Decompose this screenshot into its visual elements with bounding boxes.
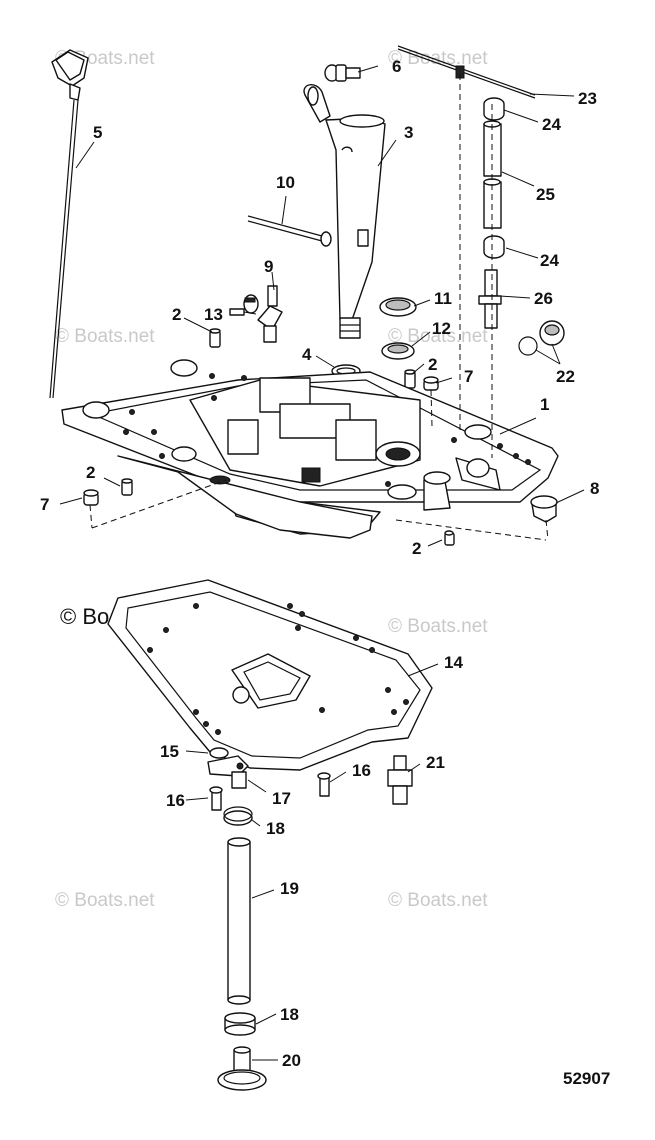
callout-label: 2 (428, 355, 437, 374)
callout-label: 2 (172, 305, 181, 324)
part-screw-16 (209, 786, 223, 811)
part-adapter-plate (61, 359, 559, 539)
callout-label: 8 (590, 479, 599, 498)
part-grommet-11 (379, 297, 417, 317)
part-clamp-24 (483, 235, 505, 259)
part-elbow-fitting (257, 285, 283, 343)
callout-label: 11 (434, 289, 452, 308)
part-flange-17 (207, 755, 249, 789)
callout-label: 1 (540, 395, 549, 414)
alignment-lines (89, 74, 549, 541)
callout-label: 16 (166, 791, 185, 810)
callout-label: 23 (578, 89, 597, 108)
callout-label: 16 (352, 761, 371, 780)
callout-label: 17 (272, 789, 291, 808)
part-fitting-20 (217, 1046, 267, 1091)
callout-label: 19 (280, 879, 299, 898)
callout-label: 25 (536, 185, 555, 204)
callout-label: 24 (540, 251, 559, 270)
watermark: © Boats.net (55, 890, 155, 911)
callout-label: 4 (302, 345, 312, 364)
callout-label: 14 (444, 653, 463, 672)
callout-label: 22 (556, 367, 575, 386)
part-plug-8 (530, 495, 558, 523)
watermark: © Boats.net (388, 326, 488, 347)
callout-label: 6 (392, 57, 401, 76)
part-o-ring-15 (209, 747, 229, 759)
part-screw-16 (317, 772, 331, 797)
part-grommet-12 (381, 342, 415, 360)
part-tube-19 (227, 837, 251, 1005)
part-long-bolt-10 (247, 215, 332, 247)
callout-label: 24 (542, 115, 561, 134)
part-dipstick (49, 49, 89, 399)
callout-label: 12 (432, 319, 451, 338)
figure-number: 52907 (563, 1069, 610, 1088)
callout-label: 13 (204, 305, 223, 324)
part-fitting-26 (478, 269, 502, 329)
callout-label: 7 (464, 367, 473, 386)
part-clamp-18 (223, 806, 253, 826)
part-dowel-pin (209, 328, 221, 348)
part-fitting-21 (387, 755, 413, 805)
callout-label: 21 (426, 753, 445, 772)
part-dowel-pin (444, 530, 455, 546)
callout-label: 9 (264, 257, 273, 276)
callout-label: 26 (534, 289, 553, 308)
callout-label: 18 (266, 819, 285, 838)
part-bolt-6 (324, 64, 361, 82)
callout-label: 10 (276, 173, 295, 192)
callout-label: 20 (282, 1051, 301, 1070)
watermark: © Boats.net (55, 326, 155, 347)
callout-labels: 1 2 2 2 2 3 4 5 6 7 7 8 9 10 11 12 13 14… (40, 57, 599, 1070)
callout-label: 3 (404, 123, 413, 142)
part-clamp-18 (224, 1012, 256, 1036)
watermark: © Boats.net (388, 616, 488, 637)
part-dowel-pin (121, 478, 133, 496)
callout-label: 15 (160, 742, 179, 761)
part-cap-7 (423, 376, 439, 391)
part-clamp-24 (483, 97, 505, 121)
callout-label: 5 (93, 123, 102, 142)
part-gasket-14 (107, 579, 433, 771)
callout-label: 18 (280, 1005, 299, 1024)
part-cable-tie-23 (397, 45, 536, 99)
callout-label: 7 (40, 495, 49, 514)
part-grommet-22 (518, 320, 565, 356)
leader-lines (59, 65, 585, 1061)
part-dipstick-tube (303, 84, 386, 339)
callout-label: 2 (412, 539, 421, 558)
watermark: © Boats.net (388, 48, 488, 69)
callout-label: 2 (86, 463, 95, 482)
part-cap-7 (83, 489, 99, 506)
watermark: © Boats.net (388, 890, 488, 911)
